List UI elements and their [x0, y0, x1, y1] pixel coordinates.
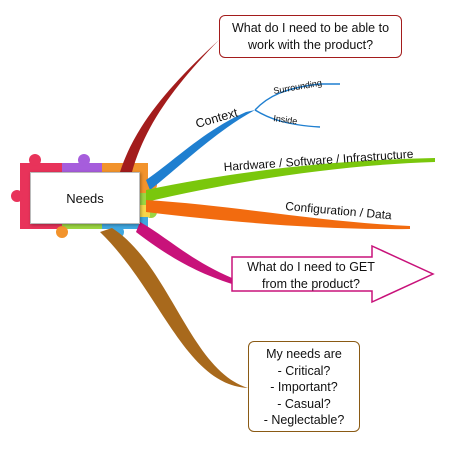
central-topic-needs[interactable]: Needs: [30, 172, 140, 224]
needs-are-line-2: - Critical?: [277, 363, 331, 378]
surrounding-label: Surrounding: [273, 78, 323, 96]
topic-get-arrow[interactable]: What do I need to GET from the product?: [236, 259, 386, 293]
needs-are-line-1: My needs are: [266, 347, 342, 361]
needs-are-line-4: - Casual?: [277, 396, 331, 411]
work-with-line-1: What do I need to be able to: [231, 21, 390, 35]
context-label: Context: [194, 105, 240, 130]
branch-context-inside: [254, 109, 321, 128]
topic-work-with-box[interactable]: What do I need to be able to work with t…: [219, 15, 402, 58]
branch-configuration: [146, 200, 410, 230]
get-line-2: from the product?: [262, 277, 360, 291]
get-arrow-shape: [231, 244, 435, 304]
central-topic-label: Needs: [66, 190, 104, 206]
work-with-line-2: work with the product?: [247, 38, 374, 52]
branch-hardware: [146, 158, 435, 202]
topic-needs-are-box[interactable]: My needs are - Critical? - Important? - …: [248, 341, 360, 432]
needs-are-line-3: - Important?: [270, 380, 338, 394]
branch-context-surrounding: [254, 83, 340, 111]
branch-get: [136, 222, 232, 284]
branch-context: [146, 110, 255, 190]
branch-work-with: [120, 40, 219, 172]
branch-needs-are: [100, 228, 248, 388]
inside-label: Inside: [273, 113, 298, 126]
needs-are-line-5: - Neglectable?: [263, 413, 345, 427]
get-line-1: What do I need to GET: [247, 260, 375, 274]
